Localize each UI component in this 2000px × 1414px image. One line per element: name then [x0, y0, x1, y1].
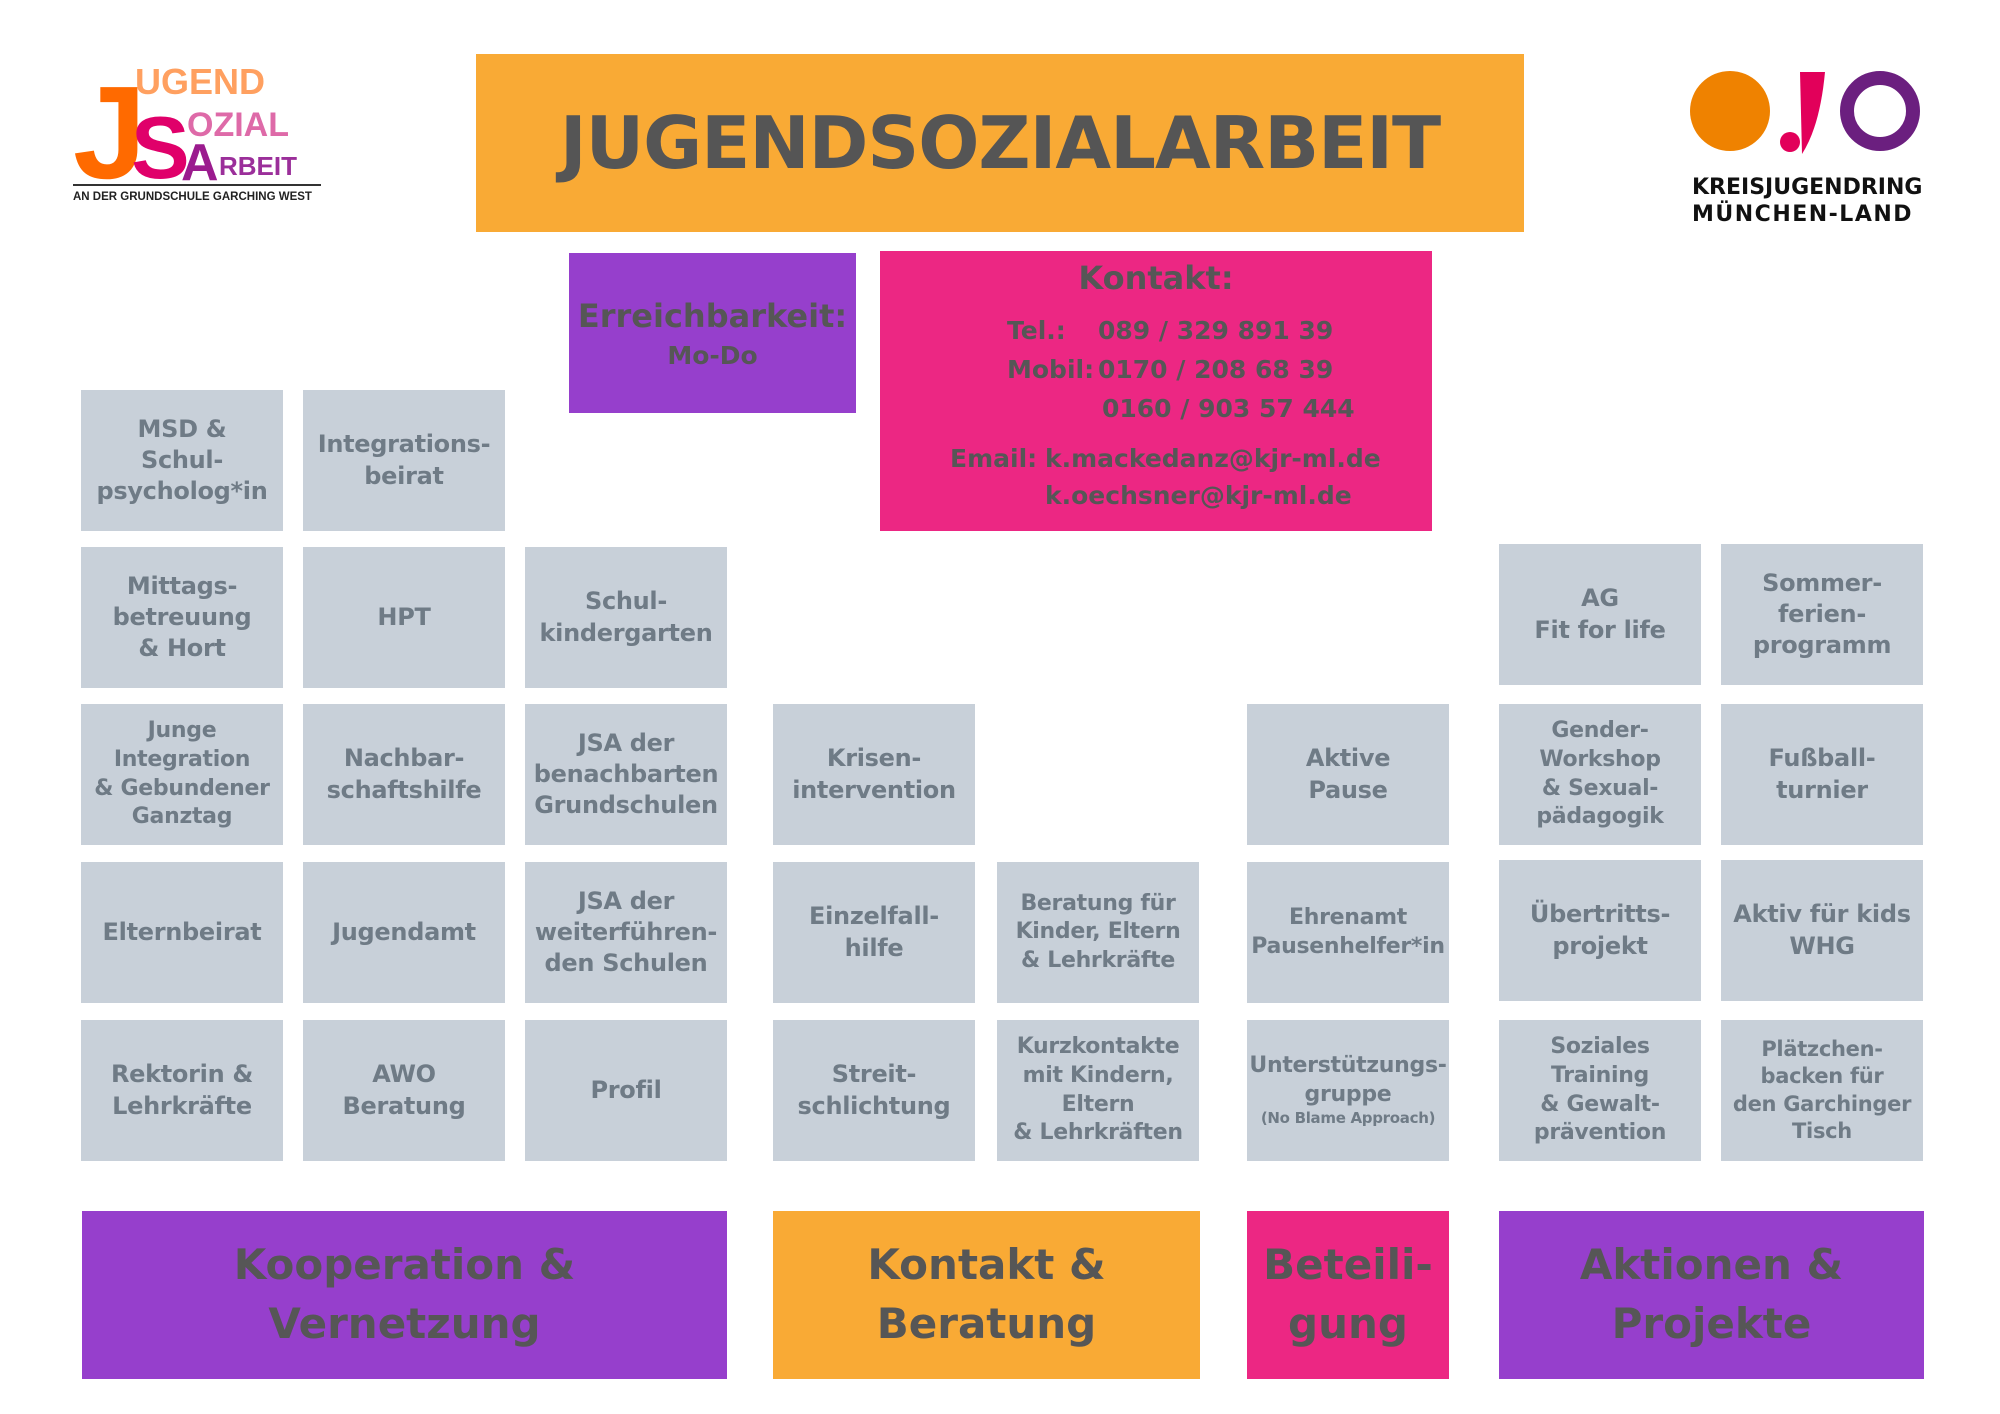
mobil-number-2: 0160 / 903 57 444	[1102, 394, 1355, 423]
tile-krisenintervention: Krisen- intervention	[773, 704, 975, 845]
tile-soziales-training: Soziales Training & Gewalt- prävention	[1499, 1020, 1701, 1161]
page-title: JUGENDSOZIALARBEIT	[476, 54, 1524, 232]
svg-text:A: A	[181, 134, 219, 192]
tile-rektorin: Rektorin & Lehrkräfte	[81, 1020, 283, 1161]
tile-profil: Profil	[525, 1020, 727, 1161]
reachability-heading: Erreichbarkeit:	[577, 296, 848, 335]
tile-elternbeirat: Elternbeirat	[81, 862, 283, 1003]
tile-aktive-pause: Aktive Pause	[1247, 704, 1449, 845]
tile-sommerferienprogramm: Sommer- ferien- programm	[1721, 544, 1923, 685]
kjr-logo-icon: KREISJUGENDRING MÜNCHEN-LAND	[1690, 71, 1922, 227]
mobil-number-1: 0170 / 208 68 39	[1098, 355, 1334, 384]
svg-text:OZIAL: OZIAL	[187, 106, 289, 144]
tile-einzelfallhilfe: Einzelfall- hilfe	[773, 862, 975, 1003]
tile-jsa-weiterfuehrende: JSA der weiterführen- den Schulen	[525, 862, 727, 1003]
svg-text:MÜNCHEN-LAND: MÜNCHEN-LAND	[1692, 201, 1913, 226]
tel-label: Tel.:	[1007, 316, 1066, 345]
tile-kurzkontakte: Kurzkontakte mit Kindern, Eltern & Lehrk…	[997, 1020, 1199, 1161]
tile-unterstuetzungsgruppe-label: Unterstützungs- gruppe	[1249, 1053, 1447, 1107]
tile-hpt: HPT	[303, 547, 505, 688]
svg-text:KREISJUGENDRING: KREISJUGENDRING	[1692, 175, 1922, 200]
tile-jsa-grundschulen: JSA der benachbarten Grundschulen	[525, 704, 727, 845]
tile-ag-fit-for-life: AG Fit for life	[1499, 544, 1701, 685]
tile-schulkindergarten: Schul- kindergarten	[525, 547, 727, 688]
category-kooperation: Kooperation & Vernetzung	[82, 1211, 727, 1379]
svg-text:J: J	[73, 60, 146, 205]
tile-streitschlichtung: Streit- schlichtung	[773, 1020, 975, 1161]
tile-beratung: Beratung für Kinder, Eltern & Lehrkräfte	[997, 862, 1199, 1003]
tile-gender-workshop: Gender- Workshop & Sexual- pädagogik	[1499, 704, 1701, 845]
kjr-logo: KREISJUGENDRING MÜNCHEN-LAND	[1690, 66, 1935, 227]
category-aktionen-projekte: Aktionen & Projekte	[1499, 1211, 1924, 1379]
tile-msd: MSD & Schul- psycholog*in	[81, 390, 283, 531]
tile-awo: AWO Beratung	[303, 1020, 505, 1161]
category-beteiligung: Beteili- gung	[1247, 1211, 1449, 1379]
email-label: Email:	[950, 444, 1038, 473]
reachability-box: Erreichbarkeit: Mo-Do	[569, 253, 856, 413]
tile-no-blame-note: (No Blame Approach)	[1260, 1109, 1436, 1128]
tel-number: 089 / 329 891 39	[1098, 316, 1334, 345]
svg-text:UGEND: UGEND	[135, 61, 265, 102]
tile-ehrenamt: Ehrenamt Pausenhelfer*in	[1247, 862, 1449, 1003]
email-2[interactable]: k.oechsner@kjr-ml.de	[1045, 481, 1352, 510]
contact-box: Kontakt: Tel.: 089 / 329 891 39 Mobil: 0…	[880, 251, 1432, 531]
tile-unterstuetzungsgruppe: Unterstützungs- gruppe (No Blame Approac…	[1247, 1020, 1449, 1161]
svg-text:AN DER GRUNDSCHULE GARCHING WE: AN DER GRUNDSCHULE GARCHING WEST	[73, 191, 312, 203]
tile-mittagsbetreuung: Mittags- betreuung & Hort	[81, 547, 283, 688]
tile-integrationsbeirat: Integrations- beirat	[303, 390, 505, 531]
tile-nachbarschaftshilfe: Nachbar- schaftshilfe	[303, 704, 505, 845]
tile-aktiv-fuer-kids: Aktiv für kids WHG	[1721, 860, 1923, 1001]
email-1[interactable]: k.mackedanz@kjr-ml.de	[1045, 444, 1381, 473]
svg-text:S: S	[131, 98, 190, 197]
svg-text:RBEIT: RBEIT	[219, 151, 297, 181]
contact-heading: Kontakt:	[1078, 259, 1234, 297]
tile-plaetzchenbacken: Plätzchen- backen für den Garchinger Tis…	[1721, 1020, 1923, 1161]
tile-jugendamt: Jugendamt	[303, 862, 505, 1003]
tile-uebertrittsprojekt: Übertritts- projekt	[1499, 860, 1701, 1001]
tile-fussballturnier: Fußball- turnier	[1721, 704, 1923, 845]
mobil-label: Mobil:	[1007, 355, 1095, 384]
page-title-text: JUGENDSOZIALARBEIT	[559, 101, 1441, 185]
jsa-logo: J S A UGEND OZIAL RBEIT AN DER GRUNDSCHU…	[73, 59, 323, 206]
tile-junge-integration: Junge Integration & Gebundener Ganztag	[81, 704, 283, 845]
category-kontakt-beratung: Kontakt & Beratung	[773, 1211, 1200, 1379]
jsa-logo-icon: J S A UGEND OZIAL RBEIT AN DER GRUNDSCHU…	[73, 59, 321, 206]
reachability-value: Mo-Do	[667, 340, 758, 370]
